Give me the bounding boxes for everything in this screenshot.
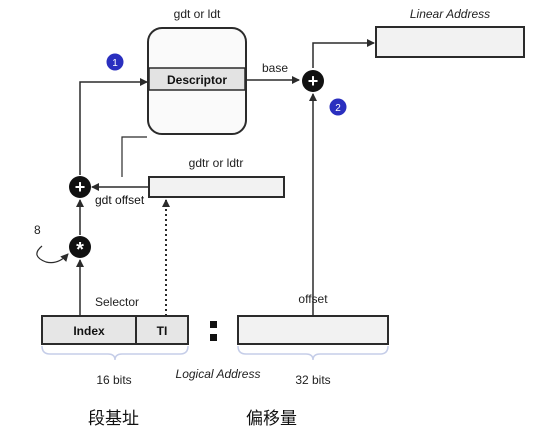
selector-register: Index TI — [41, 315, 189, 345]
linear-address-label: Linear Address — [410, 7, 490, 21]
offset-caption: 偏移量 — [246, 409, 297, 429]
offset-box — [237, 315, 389, 345]
offset-brace — [237, 345, 389, 361]
selector-label: Selector — [95, 295, 139, 309]
separator-dot-bottom — [210, 334, 217, 341]
segment-base-caption: 段基址 — [88, 409, 139, 429]
multiply-operator: * — [69, 236, 91, 261]
plus-icon: + — [75, 177, 86, 197]
descriptor-label: Descriptor — [167, 73, 227, 87]
linear-address-box — [375, 26, 525, 58]
selector-width-label: 16 bits — [96, 373, 131, 387]
base-label: base — [262, 61, 288, 75]
gdt-or-ldt-label: gdt or ldt — [174, 7, 221, 21]
multiply-icon: * — [76, 239, 84, 261]
add-circle-left — [69, 176, 91, 198]
separator-dot-top — [210, 321, 217, 328]
plus-icon: + — [308, 71, 319, 91]
scale-factor-label: 8 — [34, 223, 41, 237]
gdtr-or-ldtr-label: gdtr or ldtr — [189, 156, 244, 170]
badge-circle-1 — [106, 53, 124, 71]
gdt-offset-label: gdt offset — [95, 193, 145, 207]
arrow-add-to-linear — [312, 39, 375, 68]
badge-circle-2 — [329, 98, 347, 116]
index-field-label: Index — [73, 324, 105, 338]
offset-width-label: 32 bits — [295, 373, 330, 387]
arrow-eight-to-multiply — [36, 245, 69, 264]
selector-box — [41, 315, 189, 345]
add-operator-left: + — [69, 176, 91, 198]
line-gdtr-to-table — [121, 136, 147, 177]
multiply-circle — [69, 236, 91, 258]
logical-address-label: Logical Address — [176, 367, 261, 381]
add-operator-right: + — [302, 70, 324, 92]
arrow-add-to-descriptor — [79, 78, 148, 175]
add-circle-right — [302, 70, 324, 92]
step-badge-2: 2 — [329, 98, 347, 116]
gdtr-register-box — [148, 176, 285, 198]
selector-brace — [41, 345, 189, 361]
step-badge-1: 1 — [106, 53, 124, 71]
badge-number-1: 1 — [112, 58, 118, 69]
badge-number-2: 2 — [335, 103, 341, 114]
descriptor-entry — [148, 67, 246, 91]
ti-field-label: TI — [157, 324, 168, 338]
descriptor-table: Descriptor — [147, 27, 247, 135]
